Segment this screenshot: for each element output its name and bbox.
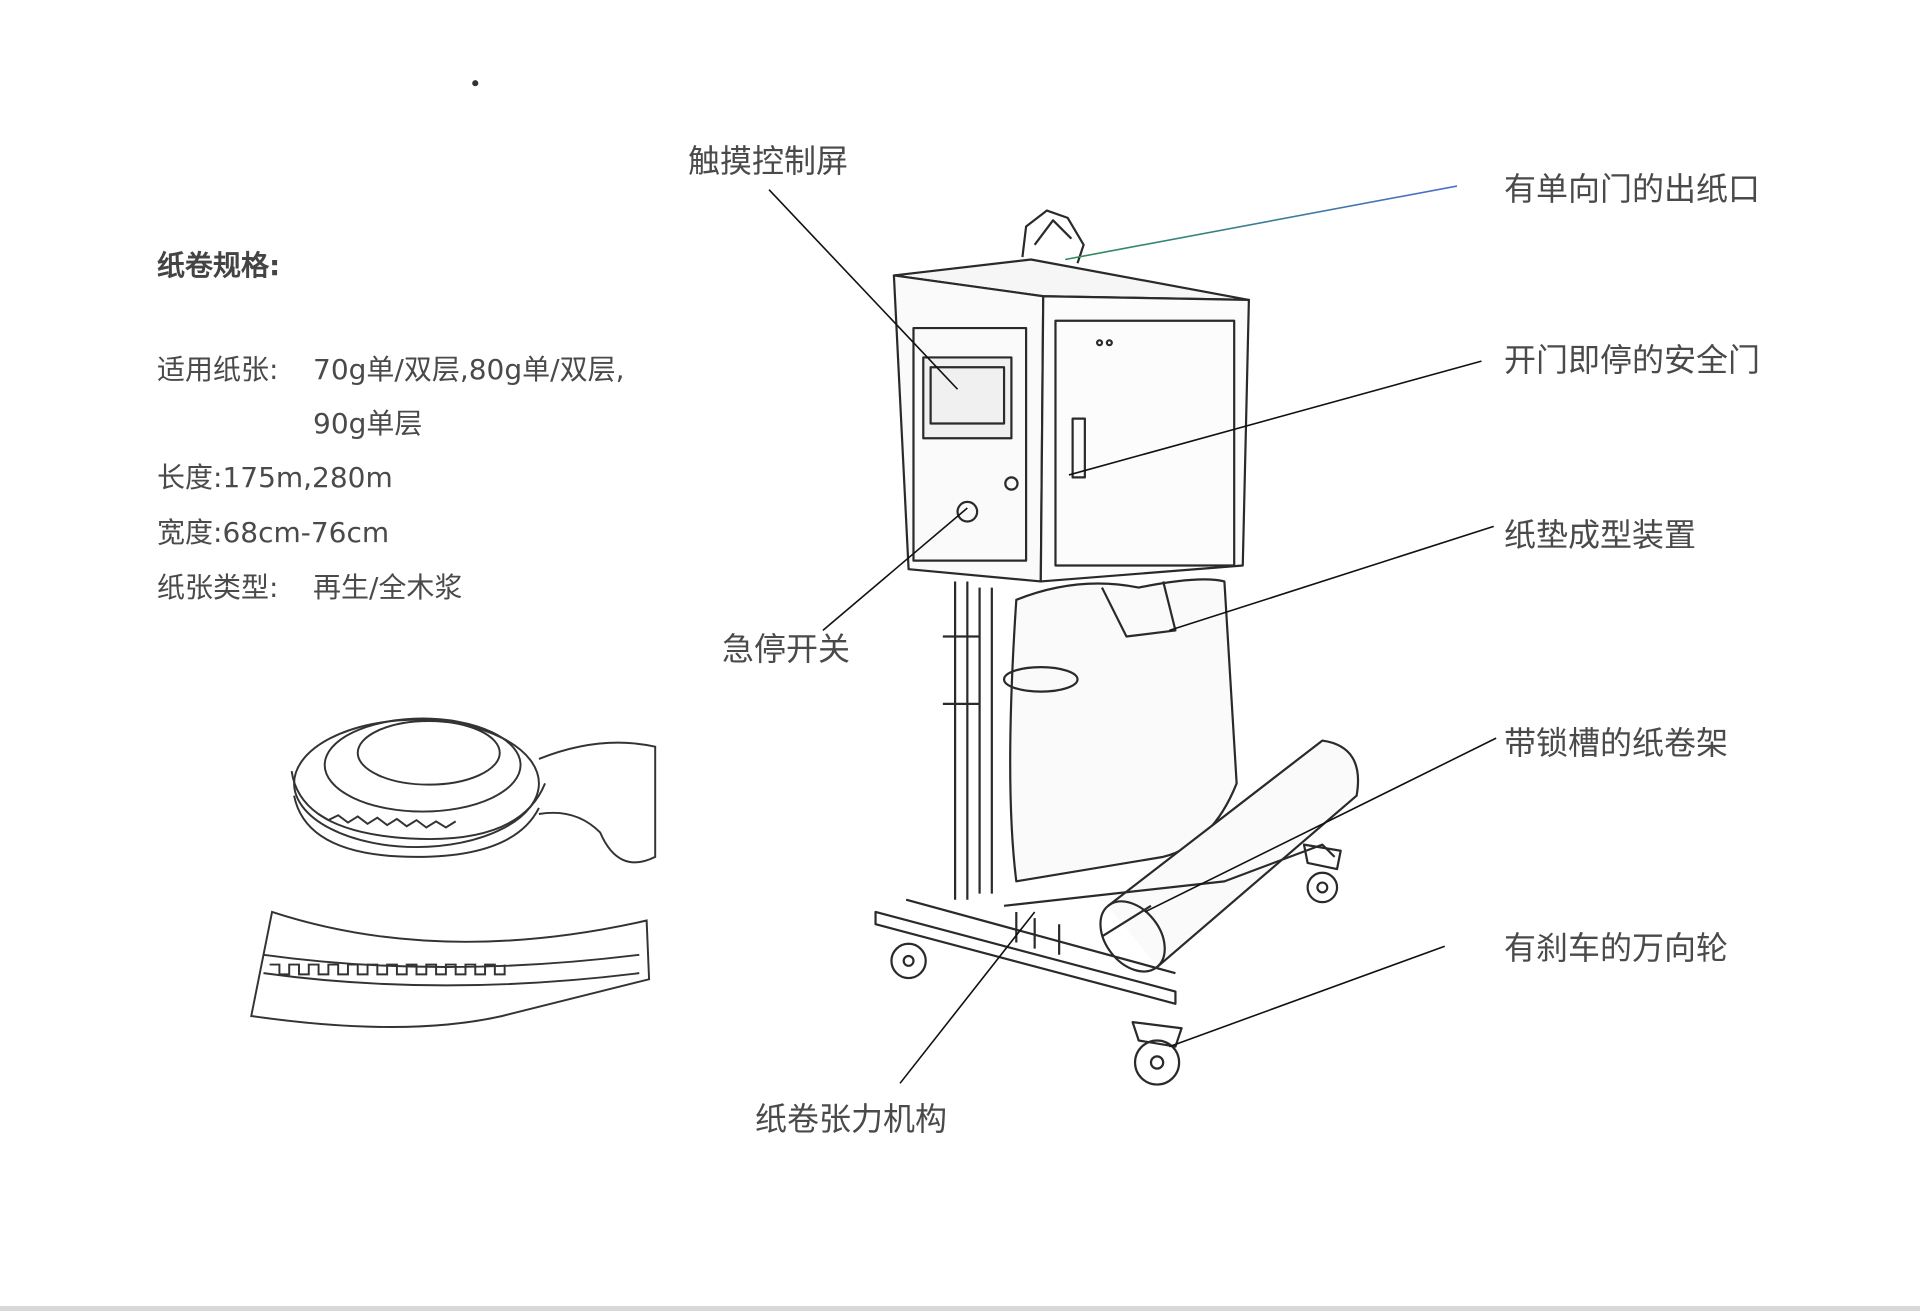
callout-casters: 有刹车的万向轮 bbox=[1504, 929, 1729, 967]
safety-door-panel bbox=[1039, 295, 1250, 583]
spec-value: 175m,280m bbox=[222, 461, 393, 494]
callout-tension-mechanism: 纸卷张力机构 bbox=[755, 1100, 948, 1138]
spec-key: 长度: bbox=[157, 461, 223, 494]
spec-value: 68cm-76cm bbox=[222, 516, 390, 549]
callout-emergency-stop: 急停开关 bbox=[722, 630, 851, 668]
callout-safety-door: 开门即停的安全门 bbox=[1504, 341, 1761, 379]
callout-roll-holder: 带锁槽的纸卷架 bbox=[1504, 724, 1729, 762]
paper-outlet bbox=[1021, 209, 1085, 264]
spec-value: 70g单/双层,80g单/双层, bbox=[313, 353, 625, 386]
emergency-stop bbox=[956, 500, 979, 523]
cushion-former bbox=[1009, 578, 1238, 883]
leader-cushion-former bbox=[1169, 525, 1494, 632]
paper-cushion-coil-illustration bbox=[290, 717, 657, 864]
leader-paper-outlet bbox=[1065, 185, 1458, 261]
leader-emergency-stop bbox=[822, 507, 968, 632]
spec-value: 再生/全木浆 bbox=[313, 571, 463, 604]
spec-row-paper: 适用纸张: 70g单/双层,80g单/双层, bbox=[157, 353, 624, 387]
spec-value: 90g单层 bbox=[313, 407, 423, 440]
spec-key: 宽度: bbox=[157, 516, 223, 549]
callout-paper-outlet: 有单向门的出纸口 bbox=[1504, 170, 1761, 208]
spec-row-paper-cont: 90g单层 bbox=[313, 407, 422, 441]
spec-row-width: 宽度:68cm-76cm bbox=[157, 516, 389, 550]
bottom-divider bbox=[0, 1306, 1920, 1311]
spec-title: 纸卷规格: bbox=[157, 249, 281, 282]
machine-sketch bbox=[874, 209, 1360, 1086]
touch-screen bbox=[922, 356, 1013, 440]
leader-roll-holder bbox=[1144, 737, 1497, 913]
leader-touch-screen bbox=[768, 189, 959, 390]
paper-roll bbox=[1107, 739, 1360, 968]
callout-cushion-former: 纸垫成型装置 bbox=[1504, 516, 1697, 554]
door-handle bbox=[1071, 417, 1086, 479]
spec-key: 纸张类型: bbox=[157, 571, 279, 604]
caster-wheels bbox=[890, 843, 1342, 1086]
leader-lines bbox=[768, 185, 1497, 1084]
paper-cushion-strip-illustration bbox=[250, 910, 651, 1028]
callout-touch-screen: 触摸控制屏 bbox=[688, 142, 849, 180]
spec-row-type: 纸张类型: 再生/全木浆 bbox=[157, 571, 462, 605]
leader-casters bbox=[1169, 945, 1446, 1048]
leader-safety-door bbox=[1068, 360, 1482, 476]
spec-key: 适用纸张: bbox=[157, 353, 279, 386]
stray-dot bbox=[472, 80, 479, 87]
leader-tension bbox=[899, 911, 1036, 1084]
spec-row-length: 长度:175m,280m bbox=[157, 461, 393, 495]
